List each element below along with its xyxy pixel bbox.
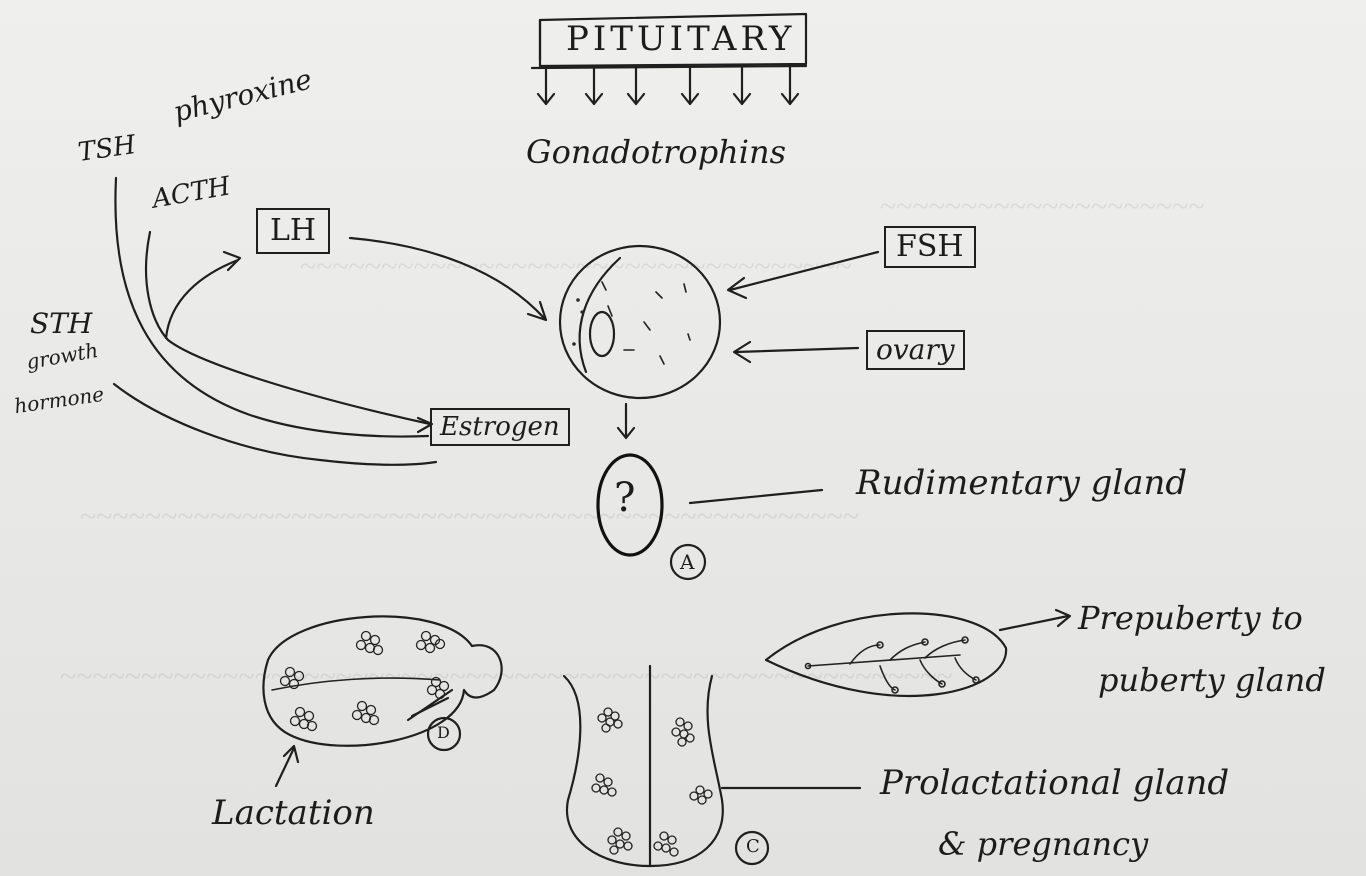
stage-marker-c: C: [746, 838, 760, 856]
ovary-box: ovary: [866, 330, 965, 370]
puberty-label: puberty gland: [1098, 664, 1326, 696]
rudimentary-gland-label: Rudimentary gland: [856, 466, 1187, 500]
stage-marker-d: D: [437, 725, 450, 741]
pituitary-label: PITUITARY: [566, 22, 795, 56]
estrogen-box: Estrogen: [430, 408, 570, 446]
prolactational-label: Prolactational gland: [880, 766, 1229, 800]
lactation-label: Lactation: [212, 796, 375, 830]
ovary-arrow: [734, 342, 858, 362]
stage-marker-a: A: [680, 552, 694, 572]
lactation-gland: [263, 616, 501, 786]
ovary-circle: [560, 246, 720, 398]
prepuberty-label: Prepuberty to: [1078, 602, 1303, 634]
prepuberty-gland: [766, 610, 1070, 696]
pregnancy-label: & pregnancy: [938, 828, 1148, 860]
rudimentary-marker: ?: [614, 478, 635, 518]
lh-to-ovary-arrow: [350, 238, 546, 320]
tsh-label: TSH: [76, 132, 137, 166]
prolactational-gland: [564, 666, 860, 866]
gonadotrophins-label: Gonadotrophins: [526, 136, 786, 168]
pituitary-arrows: [538, 66, 798, 104]
fsh-arrow: [728, 252, 878, 298]
sth-label: STH: [30, 310, 92, 338]
fsh-box: FSH: [884, 226, 976, 268]
ovary-down-arrow: [618, 404, 634, 438]
lh-box: LH: [256, 208, 330, 254]
